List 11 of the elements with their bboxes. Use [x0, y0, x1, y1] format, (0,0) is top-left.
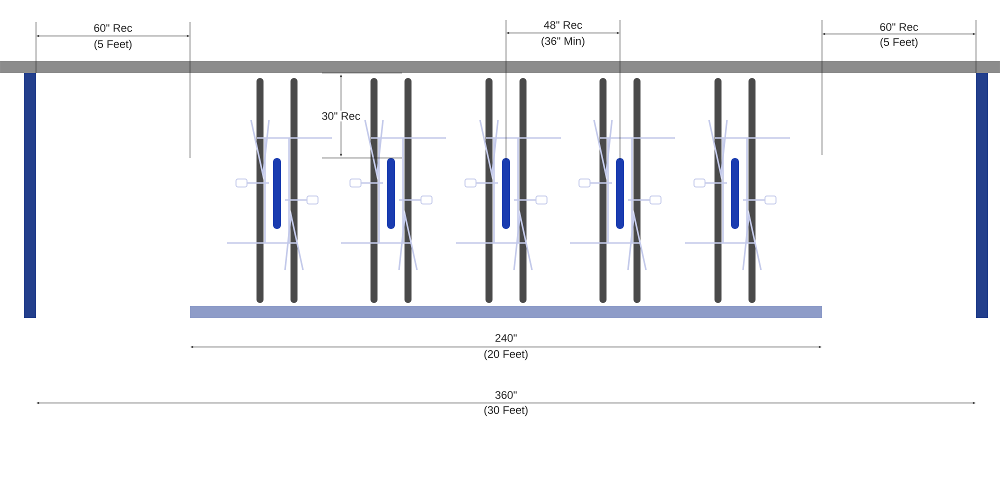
dimension-label: (30 Feet)	[484, 406, 528, 416]
dimension-label: 60" Rec	[880, 23, 918, 31]
dimension-label: (36" Min)	[542, 36, 584, 48]
dimension-label: (5 Feet)	[94, 40, 132, 50]
dimension-label: 240"	[495, 334, 517, 342]
dimension-label: 60" Rec	[94, 24, 132, 32]
dimension-label: 48" Rec	[544, 21, 582, 29]
dimension-label: 360"	[495, 391, 517, 399]
dimension-label: 30" Rec	[320, 110, 362, 122]
dimension-label: (20 Feet)	[484, 350, 528, 360]
dimension-label: (5 Feet)	[880, 38, 918, 48]
